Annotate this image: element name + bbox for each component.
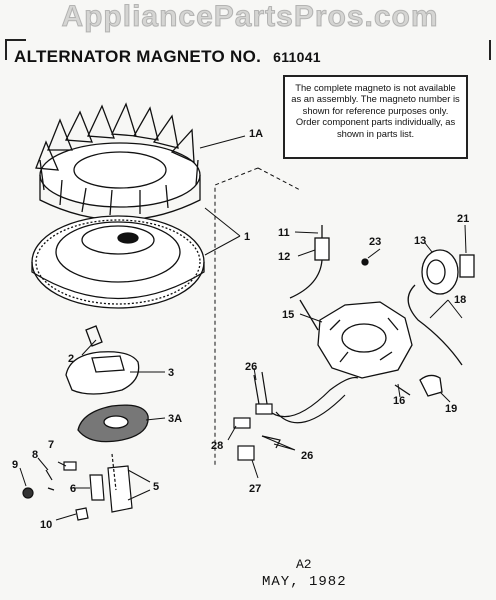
callout-2: 2 — [68, 353, 74, 365]
callout-1A: 1A — [249, 128, 263, 140]
callout-13: 13 — [414, 235, 426, 247]
callout-10: 10 — [40, 519, 52, 531]
diagram-title: ALTERNATOR MAGNETO NO. 611041 — [14, 47, 321, 67]
hardware-parts — [22, 453, 133, 521]
flywheel-fan — [35, 102, 201, 221]
callout-5: 5 — [153, 481, 159, 493]
cover-plate — [65, 351, 140, 395]
key-part — [85, 325, 103, 347]
callout-3: 3 — [168, 367, 174, 379]
callout-16: 16 — [393, 395, 405, 407]
stator-part — [299, 299, 413, 379]
rectifier-part — [361, 249, 475, 397]
leader-lines — [19, 135, 467, 521]
callout-19: 19 — [445, 403, 457, 415]
callout-12: 12 — [278, 251, 290, 263]
coil-part — [289, 225, 330, 299]
callout-8: 8 — [32, 449, 38, 461]
callout-9: 9 — [12, 459, 18, 471]
callout-27: 27 — [249, 483, 261, 495]
callout-11: 11 — [278, 227, 290, 239]
publication-date: MAY, 1982 — [262, 574, 347, 590]
callout-labels: 1A 1 2 3 3A 5 6 7 8 9 10 11 12 13 15 16 … — [12, 128, 469, 531]
callout-6: 6 — [70, 483, 76, 495]
callout-3A: 3A — [168, 413, 182, 425]
frame-marks — [5, 39, 491, 60]
callout-15: 15 — [282, 309, 294, 321]
wiring-harness — [233, 371, 359, 461]
callout-28: 28 — [211, 440, 223, 452]
callout-26-lower: 26 — [301, 450, 313, 462]
callout-26-upper: 26 — [245, 361, 257, 373]
part-number: 611041 — [273, 49, 321, 65]
callout-7: 7 — [48, 439, 54, 451]
assembly-outline — [214, 167, 301, 465]
note-box: The complete magneto is not available as… — [283, 75, 468, 159]
title-text: ALTERNATOR MAGNETO NO. — [14, 47, 262, 66]
callout-23: 23 — [369, 236, 381, 248]
flywheel — [31, 215, 205, 309]
callout-1: 1 — [244, 231, 250, 243]
callout-21: 21 — [457, 213, 469, 225]
page-code: A2 — [296, 557, 312, 572]
callout-18: 18 — [454, 294, 466, 306]
watermark: AppliancePartsPros.com — [61, 0, 439, 34]
gasket-part — [77, 404, 149, 443]
